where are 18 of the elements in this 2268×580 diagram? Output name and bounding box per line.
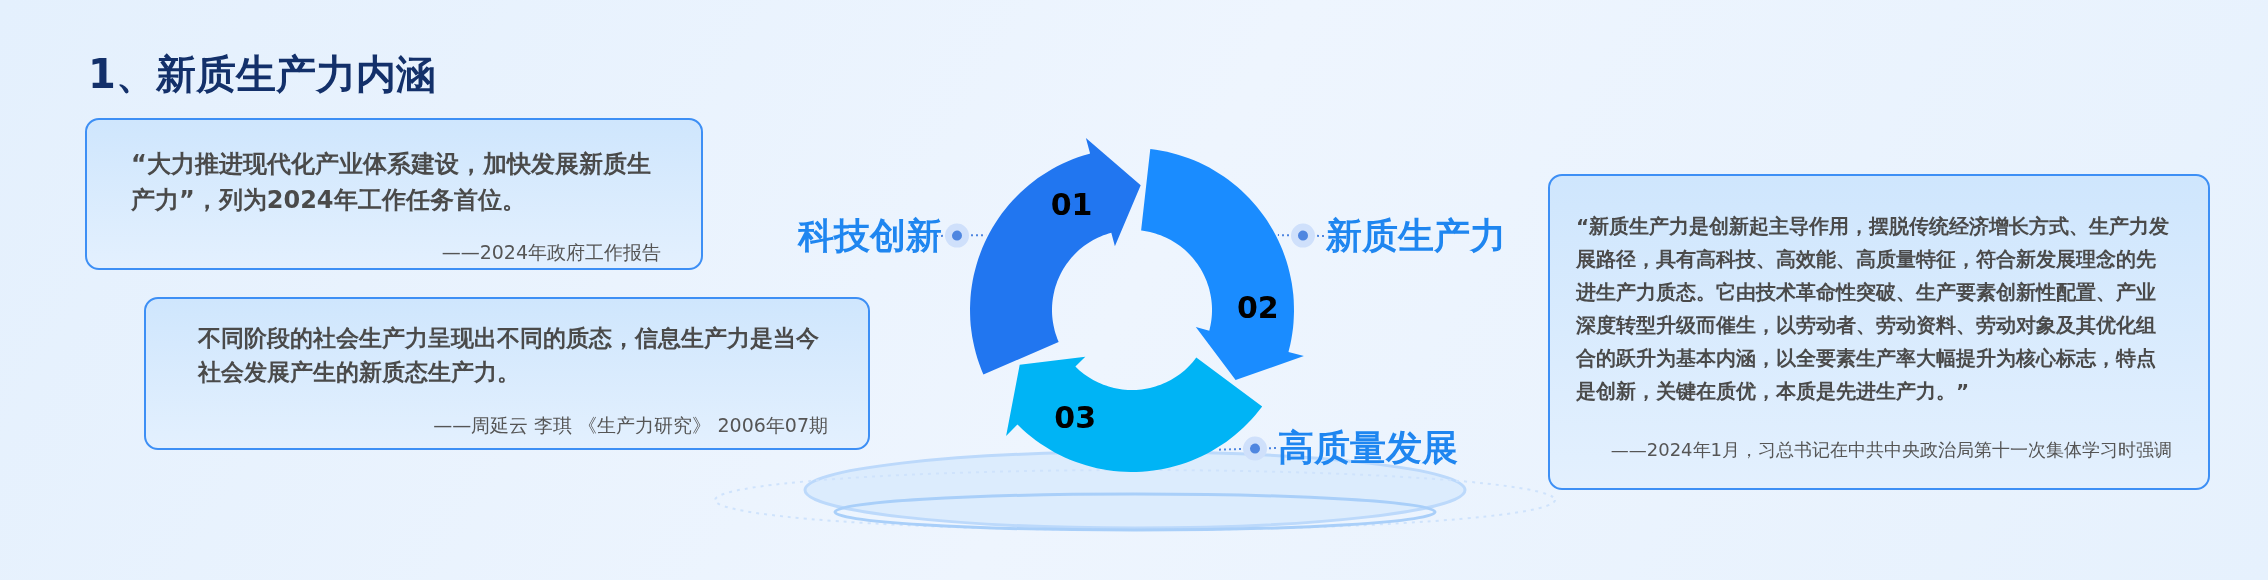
quote-text: “大力推进现代化产业体系建设，加快发展新质生产力”，列为2024年工作任务首位。: [131, 149, 652, 216]
leader-line: [1276, 223, 1325, 248]
section-title: 1、新质生产力内涵: [88, 50, 436, 99]
source-text: ——周延云 李琪 《生产力研究》 2006年07期: [432, 413, 828, 438]
step-number: 02: [1236, 290, 1279, 325]
quote-text: 不同阶段的社会生产力呈现出不同的质态，信息生产力是当今社会发展产生的新质态生产力。: [198, 324, 820, 387]
step-number: 01: [1050, 187, 1093, 222]
keyword-label: 高质量发展: [1278, 426, 1458, 470]
keyword-label: 科技创新: [798, 214, 942, 258]
quote-card: [1548, 174, 2210, 490]
quote-card: [144, 297, 870, 450]
step-number: 03: [1054, 400, 1097, 435]
quote-text: “新质生产力是创新起主导作用，摆脱传统经济增长方式、生产力发展路径，具有高科技、高效能、高质量特征，符合新发展理念的先进生产力质态。它由技术革命性突破、生产要素创新性配置、产业深度转型升级而催生，以劳动者、劳动资料、劳动对象及其优化组合的跃升为基本内涵，以全要素生产率大幅提升为核心标志，特点是创新，关键在质优，本质是先进生产力。”: [1576, 213, 2171, 405]
quote-card: [85, 118, 703, 270]
leader-line: [1216, 436, 1277, 461]
source-text: ——2024年1月，习总书记在中共中央政治局第十一次集体学习时强调: [1609, 438, 2172, 462]
keyword-label: 新质生产力: [1326, 214, 1506, 258]
source-text: ——2024年政府工作报告: [440, 240, 661, 265]
